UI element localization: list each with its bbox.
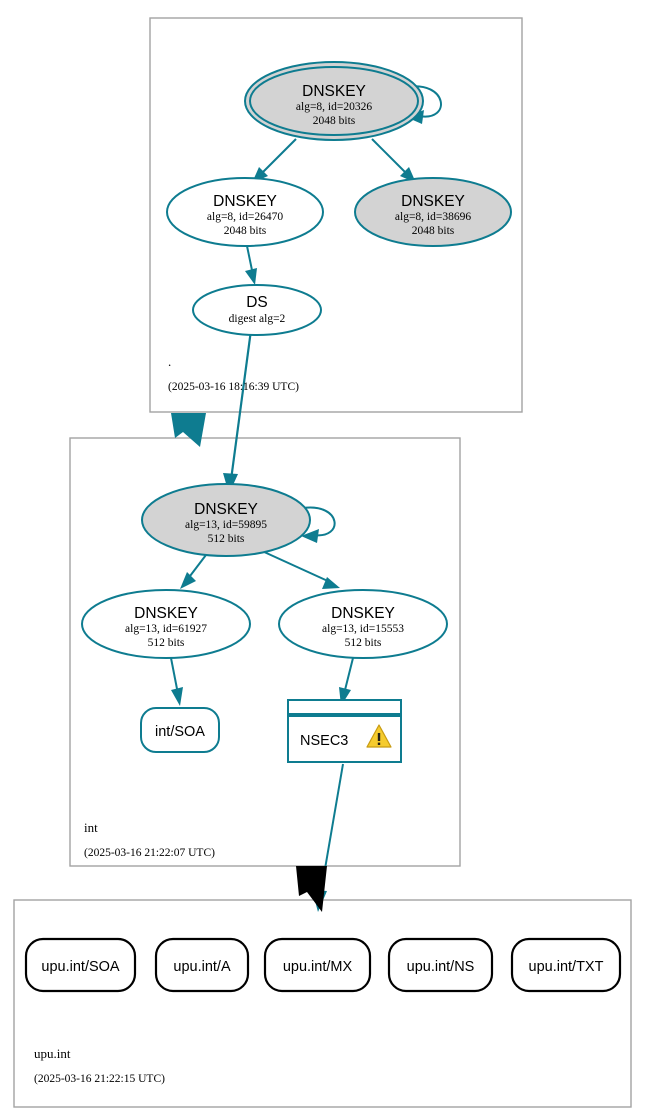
- zone-label-int: int: [84, 820, 98, 835]
- edge-zsk26470-to-ds: [245, 245, 257, 285]
- node-title: DS: [246, 294, 268, 311]
- node-keysize: 512 bits: [208, 533, 245, 545]
- node-dnskey-int-zsk-15553[interactable]: DNSKEY alg=13, id=15553 512 bits: [278, 589, 448, 659]
- zone-timestamp-int: (2025-03-16 21:22:07 UTC): [84, 847, 215, 859]
- node-params: alg=8, id=38696: [395, 211, 471, 223]
- node-title: upu.int/A: [173, 959, 231, 975]
- node-rrset-upu-int-soa[interactable]: upu.int/SOA: [24, 937, 137, 993]
- node-title: int/SOA: [155, 724, 205, 740]
- node-keysize: 2048 bits: [313, 115, 356, 127]
- node-title: DNSKEY: [401, 193, 465, 210]
- node-dnskey-root-zsk-38696[interactable]: DNSKEY alg=8, id=38696 2048 bits: [354, 177, 512, 247]
- node-title: upu.int/SOA: [41, 959, 120, 975]
- node-keysize: 2048 bits: [224, 225, 267, 237]
- warning-triangle-icon: [366, 724, 392, 748]
- node-title: NSEC3: [300, 733, 348, 749]
- node-title: upu.int/MX: [283, 959, 353, 975]
- node-keysize: 2048 bits: [412, 225, 455, 237]
- edge-int-ksk-to-zsk15553: [261, 550, 340, 589]
- zone-timestamp-upu-int: (2025-03-16 21:22:15 UTC): [34, 1073, 165, 1085]
- node-keysize: 512 bits: [345, 637, 382, 649]
- node-rrset-upu-int-ns[interactable]: upu.int/NS: [387, 937, 494, 993]
- node-params: alg=8, id=20326: [296, 101, 372, 113]
- node-title: DNSKEY: [213, 193, 277, 210]
- node-ds-root[interactable]: DS digest alg=2: [192, 284, 322, 336]
- node-title: DNSKEY: [331, 605, 395, 622]
- node-dnskey-root-zsk-26470[interactable]: DNSKEY alg=8, id=26470 2048 bits: [166, 177, 324, 247]
- node-rrset-int-soa[interactable]: int/SOA: [140, 707, 220, 753]
- delegation-arrow-root-to-int: [171, 413, 206, 447]
- zone-timestamp-root: (2025-03-16 18:16:39 UTC): [168, 381, 299, 393]
- delegation-arrow-int-to-upu-int: [296, 866, 327, 912]
- node-rrset-upu-int-a[interactable]: upu.int/A: [154, 937, 250, 993]
- node-rrset-upu-int-txt[interactable]: upu.int/TXT: [510, 937, 622, 993]
- zone-label-root: .: [168, 354, 171, 369]
- edge-int-ksk-self-loop: [301, 506, 336, 543]
- node-rrset-upu-int-mx[interactable]: upu.int/MX: [263, 937, 372, 993]
- nsec3-header-compartment: [287, 699, 402, 715]
- node-dnskey-int-zsk-61927[interactable]: DNSKEY alg=13, id=61927 512 bits: [81, 589, 251, 659]
- node-title: DNSKEY: [302, 83, 366, 100]
- node-params: alg=8, id=26470: [207, 211, 283, 223]
- node-params: alg=13, id=61927: [125, 623, 207, 635]
- edge-zsk61927-to-int-soa: [170, 657, 183, 706]
- node-title: DNSKEY: [194, 501, 258, 518]
- zone-label-upu-int: upu.int: [34, 1046, 71, 1061]
- node-keysize: 512 bits: [148, 637, 185, 649]
- node-params: digest alg=2: [229, 313, 286, 325]
- node-params: alg=13, id=15553: [322, 623, 404, 635]
- node-title: upu.int/TXT: [529, 959, 604, 975]
- node-title: DNSKEY: [134, 605, 198, 622]
- node-nsec3-int[interactable]: NSEC3: [287, 699, 402, 763]
- node-title: upu.int/NS: [407, 959, 475, 975]
- node-dnskey-int-ksk-59895[interactable]: DNSKEY alg=13, id=59895 512 bits: [141, 483, 311, 557]
- node-params: alg=13, id=59895: [185, 519, 267, 531]
- node-dnskey-root-ksk-20326[interactable]: DNSKEY alg=8, id=20326 2048 bits: [244, 61, 424, 141]
